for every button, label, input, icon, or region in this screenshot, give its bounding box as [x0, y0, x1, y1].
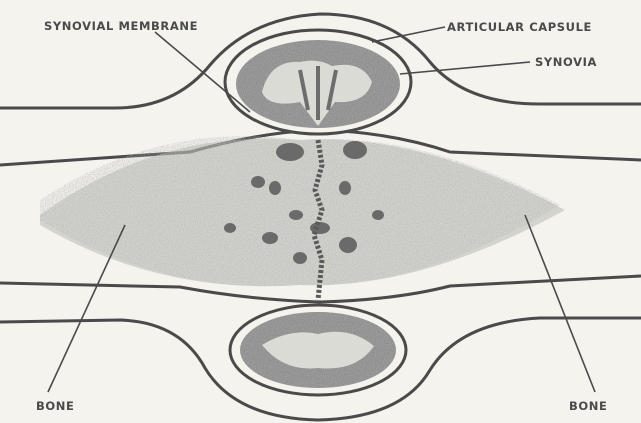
bone-tissue: [30, 120, 575, 300]
label-synovial-membrane: SYNOVIAL MEMBRANE: [44, 19, 198, 33]
label-synovia: SYNOVIA: [535, 55, 597, 69]
leader-bone-right: [525, 215, 595, 392]
label-bone-left: BONE: [36, 399, 74, 413]
label-bone-right: BONE: [569, 399, 607, 413]
lower-joint-cavity: [230, 305, 406, 395]
upper-joint-cavity: [225, 30, 411, 134]
leader-synovia: [400, 62, 530, 74]
leader-bone-left: [48, 225, 125, 392]
label-articular-capsule: ARTICULAR CAPSULE: [447, 20, 592, 34]
